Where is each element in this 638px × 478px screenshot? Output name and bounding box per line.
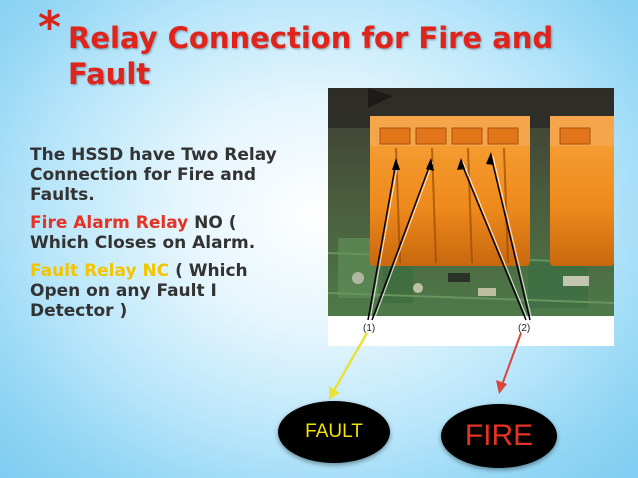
fault-arrowhead: [329, 386, 340, 400]
photo-label-1: (1): [363, 323, 375, 334]
fault-relay-label: Fault Relay NC: [30, 261, 170, 281]
fault-arrow: [331, 332, 369, 393]
intro-paragraph: The HSSD have Two Relay Connection for F…: [30, 145, 277, 205]
fire-indicator: FIRE: [441, 404, 557, 468]
fire-arrowhead: [496, 380, 507, 394]
fault-indicator: FAULT: [278, 401, 390, 463]
fire-relay-label: Fire Alarm Relay: [30, 213, 189, 233]
fault-relay-paragraph: Fault Relay NC ( Which Open on any Fault…: [30, 261, 300, 321]
fire-relay-paragraph: Fire Alarm Relay NO ( Which Closes on Al…: [30, 213, 300, 253]
fault-indicator-label: FAULT: [305, 421, 363, 442]
fault-relay-description: ( Which Open on any Fault I Detector ): [30, 261, 248, 321]
photo-label-2: (2): [518, 323, 530, 334]
slide-title: Relay Connection for Fire and Fault: [68, 21, 554, 91]
body-text: The HSSD have Two Relay Connection for F…: [30, 145, 300, 329]
title-bullet: *: [38, 2, 62, 53]
relay-terminal-image: (1) (2): [328, 88, 614, 346]
relay-terminal-photo: (1) (2): [328, 88, 614, 346]
fire-relay-description: NO ( Which Closes on Alarm.: [30, 213, 256, 253]
fire-arrow: [501, 332, 522, 386]
fire-indicator-label: FIRE: [464, 419, 534, 452]
